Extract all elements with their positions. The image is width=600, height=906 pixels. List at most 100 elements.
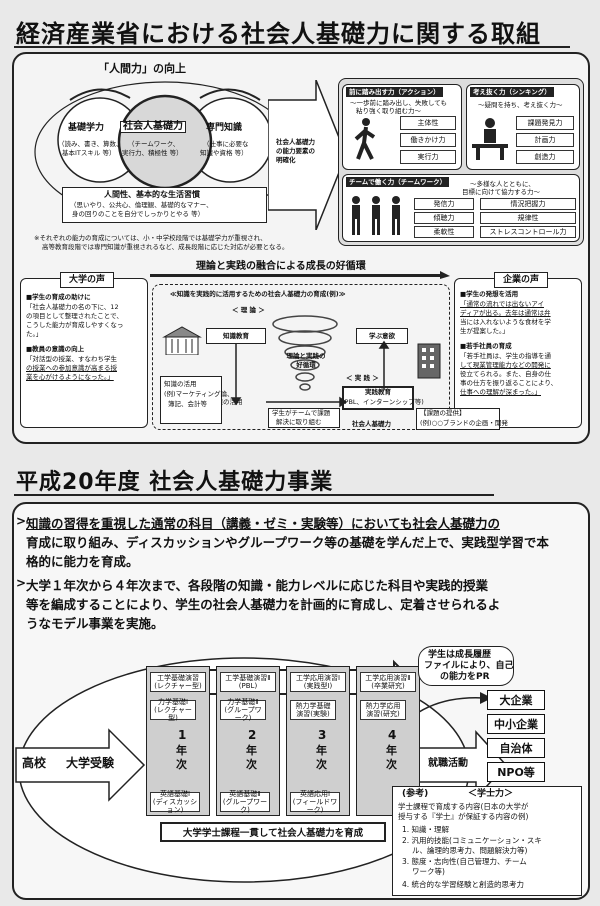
bullet2-line1: 大学１年次から４年次まで、各段階の知識・能力レベルに応じた科目や実践的授業 xyxy=(26,578,489,593)
sanko-item-4: ワーク等) xyxy=(412,867,445,876)
year1-kiso: 力学基礎Ⅰ (レクチャー型) xyxy=(150,698,196,722)
section-underline xyxy=(14,494,494,496)
cycle-arrow-bar xyxy=(150,271,450,279)
sanko-head2: ＜学士力＞ xyxy=(468,789,514,799)
year3-ji: 次 xyxy=(316,758,327,771)
sanko-item-0: 1. 知識・理解 xyxy=(402,825,450,834)
daigaku-p2-l3: 業を心がけるようになった。」 xyxy=(26,373,114,381)
sanko-item-1: 2. 汎用的技能(コミュニケーション・スキ xyxy=(402,836,542,845)
bullet1-line2: 育成に取り組み、ディスカッションやグループワーク等の基礎を学んだ上で、実践型学習… xyxy=(26,535,549,550)
kigyo-p2-l4: 事の仕方を振り返ることにより、 xyxy=(460,379,558,387)
action-desc2: 粘り強く取り組む力～ xyxy=(356,107,421,115)
company-building-icon xyxy=(417,343,441,379)
shushoku-label: 就職活動 xyxy=(428,758,468,769)
sanko-line2: 授与する『学士』が保証する内容の例) xyxy=(398,812,529,821)
pr-bubble-line3: の能力をPR xyxy=(440,672,490,682)
team-item-3: 情況把握力 xyxy=(480,198,576,210)
team-item-2: 柔軟性 xyxy=(414,226,474,238)
sanko-item-3: 3. 態度・志向性(自己管理力、チーム xyxy=(402,857,527,866)
daigaku-head: 大学の声 xyxy=(60,272,114,288)
daigaku-p1-l3: こうした能力が育成しやすくなっ xyxy=(26,321,124,329)
pr-bubble xyxy=(418,646,514,686)
kigyo-p1-l4: 生が提案した。」 xyxy=(460,327,509,335)
kigyo-p2-head: ■若手社員の育成 xyxy=(460,342,512,350)
juken-label: 大学受験 xyxy=(66,756,115,770)
circle-left-sub2: 基本ITスキル 等） xyxy=(62,149,116,157)
cycle-title: 理論と実践の融合による成長の好循環 xyxy=(196,261,366,272)
riron-label: ＜ 理 論 ＞ xyxy=(232,306,265,314)
year1-top1-b: (レクチャー型) xyxy=(154,682,202,690)
org-3: NPO等 xyxy=(487,762,545,782)
daigaku-p1-l4: た。」 xyxy=(26,330,43,338)
team-item-5: ストレスコントロール力 xyxy=(480,226,576,238)
year3-kiso-a: 熱力学基礎 xyxy=(295,702,331,710)
action-item-0: 主体性 xyxy=(400,116,456,130)
kigyo-p2-l2: して現業管理能力などの開発に xyxy=(460,361,551,369)
section-title: 平成20年度 社会人基礎力事業 xyxy=(16,470,334,495)
sanko-item-5: 4. 統合的な学習経験と創造的思考力 xyxy=(402,880,525,889)
action-item-1: 働きかけ力 xyxy=(400,133,456,147)
sanko-head: (参考) xyxy=(402,789,429,799)
kigyo-p2-l3: 役立てられる。また、自身の仕 xyxy=(460,370,551,378)
circle-center-label: 社会人基礎力 xyxy=(120,121,186,133)
daigaku-p2-head: ■教員の意識の向上 xyxy=(26,345,85,353)
kigyo-p2-l5: 仕事への理解が深まった。」 xyxy=(460,388,541,396)
habit-box xyxy=(62,187,267,223)
year2-nen: 年 xyxy=(246,744,257,757)
bullet1-line1: 知識の習得を重視した通常の科目（講義・ゼミ・実験等）においても社会人基礎力の xyxy=(26,516,501,531)
kigyo-p1-l3: 当には入れないような食材を学 xyxy=(460,318,551,326)
action-head: 前に踏み出す力（アクション） xyxy=(346,87,443,97)
kadai-line1: 【課題の提供】 xyxy=(420,409,466,417)
shakaijin-label: 社会人基礎力 xyxy=(352,420,391,428)
year4-top1-b: (卒業研究) xyxy=(371,682,405,690)
jissen-label: ＜ 実 践 ＞ xyxy=(346,374,379,382)
kouji-banner: 大学学士課程一貫して社会人基礎力を育成 xyxy=(160,822,386,842)
year3-english-a: 英語応用Ⅰ xyxy=(299,790,331,798)
circle-right-label: 専門知識 xyxy=(206,123,243,133)
vortex-text2: 好循環 xyxy=(296,361,316,369)
thinking-person-icon xyxy=(472,118,508,160)
daigaku-p1-head: ■学生の育成の助けに xyxy=(26,293,91,301)
year4-top1-a: 工学応用演習Ⅱ xyxy=(365,674,411,682)
walking-person-icon xyxy=(354,118,376,160)
year4-kiso: 熱力学応用 演習(研究) xyxy=(360,700,406,720)
example-head: ≪知識を実践的に活用するための社会人基礎力の育成(例)≫ xyxy=(170,290,346,298)
kigyo-p1-head: ■学生の発想を活用 xyxy=(460,290,519,298)
manabu-iyoku-box: 学ぶ意欲 xyxy=(356,328,408,344)
curve-arrow-right xyxy=(199,88,261,101)
page-title: 経済産業省における社会人基礎力に関する取組 xyxy=(16,20,541,48)
year3-english-b: (フィールドワーク) xyxy=(292,798,338,814)
thinking-item-1: 計画力 xyxy=(516,133,574,147)
circle-left-label: 基礎学力 xyxy=(68,123,105,133)
university-building-icon xyxy=(162,326,202,355)
pr-bubble-line1: 学生は成長履歴 xyxy=(428,650,492,660)
year3-number: 3 xyxy=(318,728,327,742)
year3-kiso-b: 演習(実験) xyxy=(296,710,330,718)
ningenryoku-label: 「人間力」の向上 xyxy=(98,62,186,75)
rei-line2: (例)マーケティング論、 xyxy=(164,390,234,398)
org-2: 自治体 xyxy=(487,738,545,758)
bullet2-mark: > xyxy=(16,576,27,590)
team-item-1: 傾聴力 xyxy=(414,212,474,224)
pr-bubble-line2: ファイルにより、自己 xyxy=(424,661,514,671)
thinking-item-2: 創造力 xyxy=(516,150,574,164)
year4-kiso-a: 熱力学応用 xyxy=(365,702,401,710)
year1-english-a: 英語基礎Ⅰ xyxy=(159,790,191,798)
daigaku-p1-l1: 「社会人基礎力の名の下に、12 xyxy=(26,303,119,311)
bullet1-line3: 格的に能力を育成。 xyxy=(26,554,139,569)
year1-top2: 工学基礎演習Ⅱ (PBL) xyxy=(220,672,276,692)
kigyo-head: 企業の声 xyxy=(494,272,548,288)
year1-top1-a: 工学基礎演習 xyxy=(157,674,199,682)
bullet2-line2: 等を編成することにより、学生の社会人基礎力を計画的に育成し、定着させられるよ xyxy=(26,597,501,612)
year2-ji: 次 xyxy=(246,758,257,771)
clarify-text1: 社会人基礎力 xyxy=(276,138,315,146)
clarify-text3: 明確化 xyxy=(276,156,296,164)
title-underline xyxy=(14,46,570,48)
year1-top2-a: 工学基礎演習Ⅱ xyxy=(225,674,271,682)
year1-english-b: (ディスカッション) xyxy=(152,798,198,814)
year4-number: 4 xyxy=(388,728,397,742)
team-task-line1: 学生がチームで課題 xyxy=(272,409,331,417)
kadai-box xyxy=(416,408,500,430)
year2-english: 英語基礎Ⅱ (グループワーク) xyxy=(220,790,270,814)
clarify-text2: の能力要素の xyxy=(276,147,315,155)
